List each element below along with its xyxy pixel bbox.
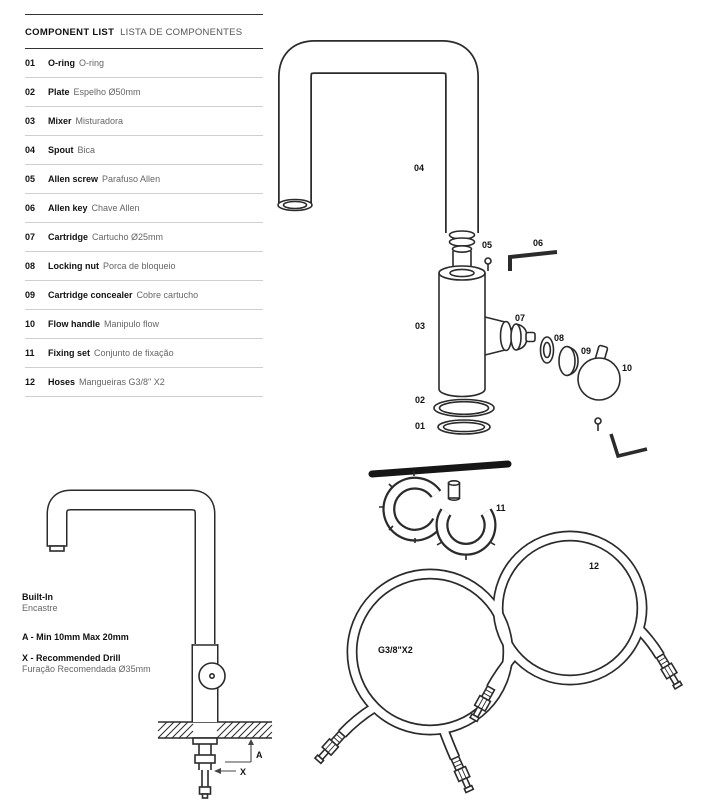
component-name-pt: Cobre cartucho xyxy=(136,290,199,300)
component-name-en: Hoses xyxy=(48,377,76,387)
dimension-x-note-en: X - Recommended Drill xyxy=(22,653,121,663)
component-name-en: Spout xyxy=(48,145,74,155)
faucet-side-drawing xyxy=(46,489,226,722)
label-mixer: 03 xyxy=(415,321,425,331)
hoses-drawing xyxy=(313,530,684,794)
component-name-pt: Manipulo flow xyxy=(104,319,160,329)
allen-screw-drawing xyxy=(448,230,492,271)
component-row-12: 12 Hoses Mangueiras G3/8" X2 xyxy=(25,368,263,397)
installation-notes: Built-In Encastre A - Min 10mm Max 20mm … xyxy=(22,592,192,675)
component-name-en: Cartridge xyxy=(48,232,89,242)
component-row-01: 01 O-ring O-ring xyxy=(25,49,263,78)
label-dim-x: X xyxy=(240,767,246,777)
exploded-view-diagram: 04 05 06 03 07 08 09 10 02 01 11 12 G3/8… xyxy=(277,40,684,794)
component-row-07: 07 Cartridge Cartucho Ø25mm xyxy=(25,223,263,252)
label-locking-nut: 08 xyxy=(554,333,564,343)
component-number: 08 xyxy=(25,261,36,271)
mounting-shank-drawing xyxy=(192,737,218,799)
component-name-en: Allen screw xyxy=(48,174,99,184)
built-in-label-en: Built-In xyxy=(22,592,53,602)
locking-nut-drawing xyxy=(539,336,555,364)
dimension-annotations: A X xyxy=(214,739,263,777)
flow-handle-drawing xyxy=(577,344,621,401)
component-name-pt: Espelho Ø50mm xyxy=(73,87,141,97)
mixer-body-drawing xyxy=(438,265,486,398)
label-cartridge: 07 xyxy=(515,313,525,323)
part-labels: 04 05 06 03 07 08 09 10 02 01 11 12 G3/8… xyxy=(378,163,632,655)
component-list-title-en: COMPONENT LIST xyxy=(25,27,115,38)
component-name-pt: Porca de bloqueio xyxy=(103,261,176,271)
cartridge-concealer-drawing xyxy=(558,345,579,377)
component-number: 01 xyxy=(25,58,36,68)
component-name-en: Allen key xyxy=(48,203,88,213)
label-plate: 02 xyxy=(415,395,425,405)
label-flow-handle: 10 xyxy=(622,363,632,373)
label-allen-screw: 05 xyxy=(482,240,492,250)
allen-key-drawing xyxy=(508,250,558,271)
component-number: 10 xyxy=(25,319,36,329)
component-list-title-pt: LISTA DE COMPONENTES xyxy=(120,27,243,38)
component-name-pt: Conjunto de fixação xyxy=(94,348,174,358)
component-name-pt: Chave Allen xyxy=(91,203,140,213)
component-name-pt: Bica xyxy=(77,145,96,155)
cartridge-drawing xyxy=(484,316,536,356)
component-name-en: Fixing set xyxy=(48,348,91,358)
component-name-pt: O-ring xyxy=(79,58,105,68)
label-hose-spec: G3/8"X2 xyxy=(378,645,413,655)
component-row-04: 04 Spout Bica xyxy=(25,136,263,165)
component-row-09: 09 Cartridge concealer Cobre cartucho xyxy=(25,281,263,310)
handle-allen-screw-drawing xyxy=(594,417,602,431)
component-row-08: 08 Locking nut Porca de bloqueio xyxy=(25,252,263,281)
component-name-pt: Misturadora xyxy=(75,116,124,126)
component-row-06: 06 Allen key Chave Allen xyxy=(25,194,263,223)
label-dim-a: A xyxy=(256,750,263,760)
plate-drawing xyxy=(433,398,495,418)
hose-fitting xyxy=(468,684,496,723)
component-name-pt: Mangueiras G3/8" X2 xyxy=(79,377,165,387)
component-name-pt: Cartucho Ø25mm xyxy=(92,232,164,242)
o-ring-drawing xyxy=(437,419,491,435)
component-row-10: 10 Flow handle Manipulo flow xyxy=(25,310,263,339)
component-number: 04 xyxy=(25,145,36,155)
component-number: 09 xyxy=(25,290,36,300)
component-row-03: 03 Mixer Misturadora xyxy=(25,107,263,136)
fixing-set-drawing xyxy=(368,460,512,560)
component-list-header: COMPONENT LIST LISTA DE COMPONENTES xyxy=(25,15,263,49)
hose-fitting xyxy=(655,652,684,691)
spout-drawing xyxy=(277,40,479,233)
component-name-en: Locking nut xyxy=(48,261,99,271)
component-name-en: Flow handle xyxy=(48,319,101,329)
component-row-02: 02 Plate Espelho Ø50mm xyxy=(25,78,263,107)
component-list: COMPONENT LIST LISTA DE COMPONENTES 01 O… xyxy=(25,14,263,397)
countertop-section xyxy=(157,721,273,739)
component-number: 05 xyxy=(25,174,36,184)
installation-diagram: A X xyxy=(46,489,273,799)
component-name-pt: Parafuso Allen xyxy=(102,174,161,184)
component-name-en: Plate xyxy=(48,87,70,97)
label-hoses: 12 xyxy=(589,561,599,571)
component-row-05: 05 Allen screw Parafuso Allen xyxy=(25,165,263,194)
handle-allen-key-drawing xyxy=(609,433,648,459)
component-row-11: 11 Fixing set Conjunto de fixação xyxy=(25,339,263,368)
dimension-a-note: A - Min 10mm Max 20mm xyxy=(22,632,129,642)
label-cartridge-concealer: 09 xyxy=(581,346,591,356)
component-name-en: Cartridge concealer xyxy=(48,290,133,300)
dimension-x-note-pt: Furação Recomendada Ø35mm xyxy=(22,664,151,674)
label-fixing-set: 11 xyxy=(496,503,506,513)
component-number: 11 xyxy=(25,348,35,358)
component-number: 03 xyxy=(25,116,36,126)
label-spout: 04 xyxy=(414,163,424,173)
built-in-label-pt: Encastre xyxy=(22,603,58,613)
label-allen-key: 06 xyxy=(533,238,543,248)
component-number: 07 xyxy=(25,232,36,242)
component-number: 02 xyxy=(25,87,36,97)
component-number: 12 xyxy=(25,377,36,387)
component-name-en: Mixer xyxy=(48,116,72,126)
hose-fitting xyxy=(450,755,475,794)
component-number: 06 xyxy=(25,203,36,213)
hose-fitting xyxy=(313,730,347,765)
component-name-en: O-ring xyxy=(48,58,75,68)
label-o-ring: 01 xyxy=(415,421,425,431)
